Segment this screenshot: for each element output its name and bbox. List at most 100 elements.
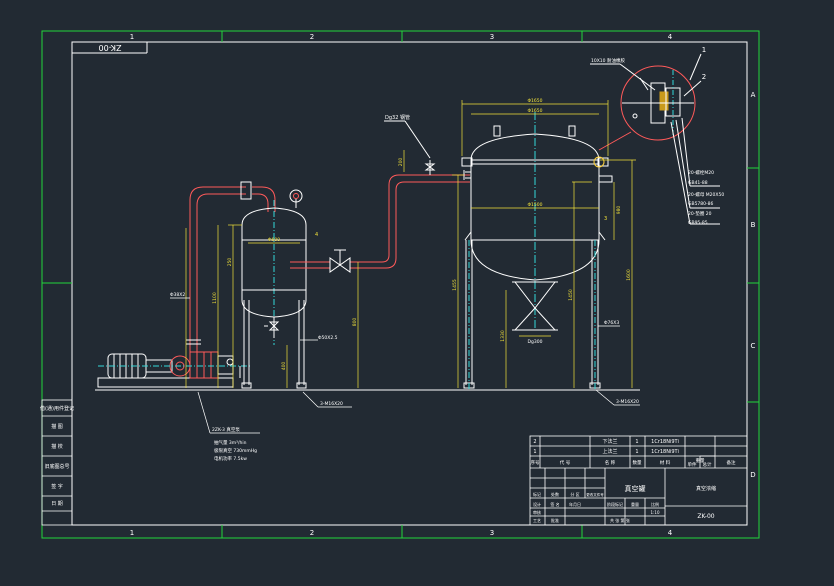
pump-spec-1: 抽气量 3m³/hin	[214, 439, 247, 446]
parts-header-no: 序号	[531, 459, 540, 466]
zone-right-d: D	[750, 471, 755, 479]
pipe-dia-label: Φ50X2.5	[318, 335, 338, 341]
detail-line-2: GB41-88	[688, 180, 708, 186]
parts-header-total: 总计	[703, 461, 712, 468]
butterfly-valve	[329, 249, 351, 273]
detail-view	[590, 53, 720, 225]
dim-200: 200	[398, 158, 404, 167]
sign-label-5: 签 名	[550, 501, 559, 507]
connecting-pipe	[290, 174, 470, 269]
weight-header: 重量	[696, 457, 705, 464]
company-name: 真空浓缩	[696, 485, 716, 492]
zone-right-b: B	[751, 221, 756, 229]
zone-right-a: A	[751, 91, 756, 99]
dim-1455: 1455	[452, 279, 458, 291]
dim-small-tank: Φ600	[268, 237, 280, 243]
dim-980: 980	[616, 206, 622, 215]
ratio-value: 1:10	[651, 510, 660, 515]
dim-400: 400	[281, 362, 287, 371]
strip-label-3: 描 校	[51, 443, 63, 450]
strip-label-1: 借(通)用件登记	[40, 405, 74, 412]
detail-line-6: GB95-85	[688, 220, 708, 226]
dim-tank-mid: Φ1500	[528, 202, 543, 208]
title-block	[529, 435, 748, 526]
sheet-info: 共 张 第 张	[610, 517, 630, 523]
vacuum-pump	[97, 351, 250, 388]
zone-bottom-2: 2	[310, 529, 314, 537]
zone-bottom-4: 4	[668, 529, 673, 537]
outlet-size: Dg300	[528, 339, 543, 345]
parts-row-2-no: 1	[533, 449, 536, 455]
right-leg-size: Φ76X3	[604, 320, 619, 326]
sign-label-4: 更改文件号	[586, 492, 604, 497]
dim-250: 250	[227, 258, 233, 267]
strip-label-6: 日 期	[51, 501, 63, 507]
pump-tag: 2ZK-3 真空泵	[212, 426, 240, 433]
parts-row-1-no: 2	[533, 439, 536, 445]
code-box: ZK-00	[99, 43, 122, 52]
zone-top-3: 3	[490, 33, 494, 41]
dim-800: 800	[352, 318, 358, 327]
detail-line-4: GB5780-86	[688, 201, 714, 207]
dim-1450: 1450	[568, 289, 574, 301]
parts-header-unit: 单件	[688, 461, 697, 468]
zone-bottom-3: 3	[490, 529, 494, 537]
strip-label-5: 签 字	[51, 483, 63, 490]
dim-1100: 1100	[212, 292, 218, 304]
stage-weight: 重量	[631, 501, 639, 507]
strip-label-4: 旧底图总号	[44, 463, 69, 470]
zone-top-2: 2	[310, 33, 314, 41]
zone-right-c: C	[751, 342, 756, 350]
sign-label-1: 标记	[533, 491, 541, 497]
detail-top-label: 10X10 耐油橡胶	[591, 57, 625, 64]
stage-label: 阶段标记	[607, 501, 623, 507]
dim-label-3: 3	[604, 216, 607, 222]
parts-header-remark: 备注	[727, 459, 736, 466]
detail-line-3: 20-螺母 M20X50	[688, 191, 724, 198]
balloon-2: 2	[702, 73, 706, 81]
dim-label-4: 4	[315, 232, 318, 238]
parts-row-1-name: 下法兰	[602, 438, 617, 445]
parts-row-2-name: 上法兰	[602, 448, 617, 455]
top-nozzle-label: Dg32 钢管	[385, 114, 410, 121]
zone-top-1: 1	[130, 33, 134, 41]
dim-1330: 1330	[500, 330, 506, 342]
dim-tank-inner: Φ1650	[528, 108, 543, 114]
drawing-number: ZK-00	[697, 513, 714, 520]
left-pipe-size: Φ38X2	[170, 292, 185, 298]
sign-label-2: 处数	[551, 491, 559, 497]
dim-1600: 1600	[626, 269, 632, 281]
left-strip	[41, 399, 73, 526]
parts-row-2-qty: 1	[635, 449, 638, 455]
parts-header-qty: 数量	[633, 459, 642, 466]
sign-label-review: 审核	[533, 509, 541, 515]
zone-bottom-1: 1	[130, 529, 134, 537]
sign-label-design: 设计	[533, 501, 541, 507]
detail-line-1: 20-螺栓M20	[688, 169, 714, 176]
separator-tank	[241, 189, 307, 389]
stage-ratio: 比例	[651, 501, 659, 507]
dim-tank-outer: Φ1650	[528, 98, 543, 104]
sign-label-process: 工艺	[533, 518, 541, 523]
sign-label-6: 年月日	[569, 501, 581, 507]
sign-label-approve: 批准	[551, 517, 559, 523]
detail-line-5: 20-垫圈 20	[688, 210, 712, 217]
parts-header-name: 名 称	[605, 459, 616, 466]
suction-pipe	[186, 181, 276, 352]
parts-header-code: 代 号	[560, 459, 571, 466]
pump-spec-2: 极限真空 730mmHg	[214, 447, 257, 454]
drawing-title: 真空罐	[625, 484, 646, 493]
base-bolt-left: 3-M16X20	[320, 401, 343, 407]
top-nozzle-valve	[384, 120, 436, 175]
main-tank	[461, 112, 613, 390]
dimension-lines	[185, 100, 636, 388]
parts-row-1-qty: 1	[635, 439, 638, 445]
zone-top-4: 4	[668, 33, 673, 41]
parts-row-2-material: 1Cr18Ni9Ti	[651, 449, 679, 455]
base-bolt-right: 3-M16X20	[616, 399, 639, 405]
sign-label-3: 分 区	[570, 491, 579, 497]
pipe-labels-leaders	[170, 297, 640, 434]
pump-spec-3: 电机功率 7.5kw	[214, 455, 247, 462]
drawing-frame	[41, 30, 760, 539]
